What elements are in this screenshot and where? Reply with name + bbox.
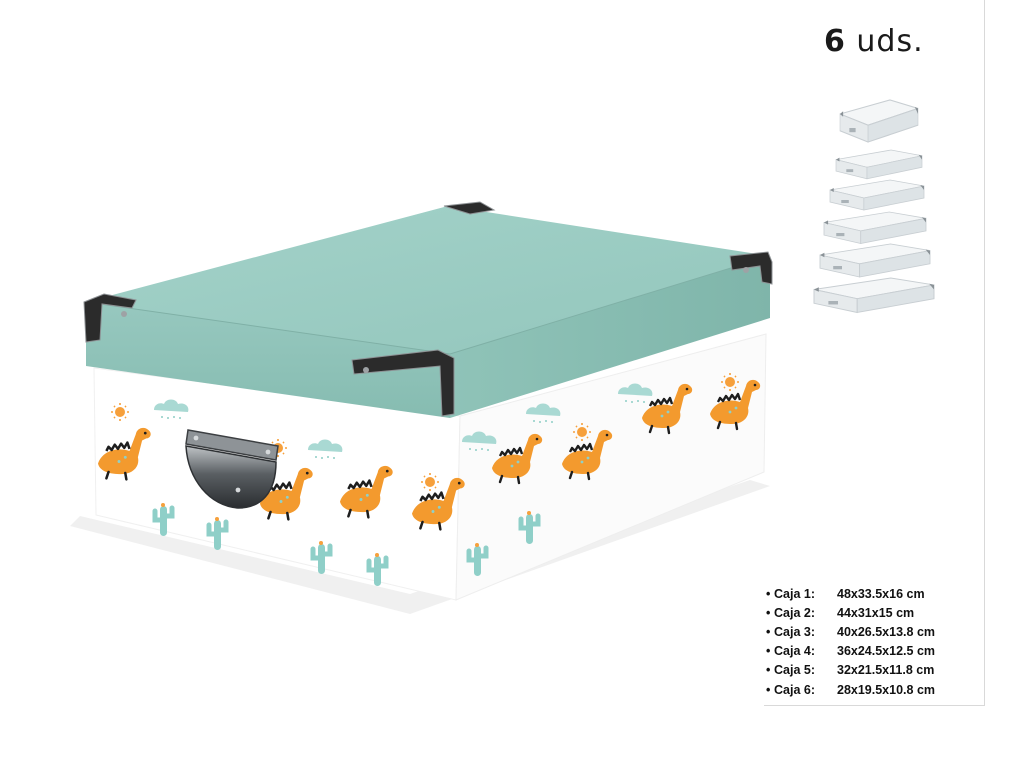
units-label: uds. xyxy=(856,24,924,59)
box-size-item: • Caja 1: 48x33.5x16 cm xyxy=(766,584,967,603)
box-dimensions: 28x19.5x10.8 cm xyxy=(837,682,936,697)
storage-box-image xyxy=(70,201,773,614)
bullet: • xyxy=(766,586,771,601)
box-dimensions: 44x31x15 cm xyxy=(837,605,915,620)
bullet: • xyxy=(766,644,771,659)
box-name: Caja 3: xyxy=(774,624,815,639)
box-size-item: • Caja 5: 32x21.5x11.8 cm xyxy=(766,661,967,680)
frame-bottom-rule xyxy=(764,705,985,706)
box-name: Caja 6: xyxy=(774,682,815,697)
box-dimensions: 48x33.5x16 cm xyxy=(837,586,925,601)
frame-right-rule xyxy=(984,0,985,706)
units-count: 6 uds. xyxy=(824,24,924,59)
bullet: • xyxy=(766,663,771,678)
box-dimensions: 32x21.5x11.8 cm xyxy=(837,663,935,678)
box-dimensions: 36x24.5x12.5 cm xyxy=(837,644,936,659)
box-name: Caja 2: xyxy=(774,605,815,620)
units-number: 6 xyxy=(824,24,846,59)
box-stack-image xyxy=(813,99,935,314)
box-size-item: • Caja 2: 44x31x15 cm xyxy=(766,603,967,622)
box-shadow xyxy=(70,480,770,614)
box-size-list: • Caja 1: 48x33.5x16 cm • Caja 2: 44x31x… xyxy=(766,584,967,699)
metal-handle xyxy=(185,429,279,509)
box-size-item: • Caja 3: 40x26.5x13.8 cm xyxy=(766,622,967,641)
box-name: Caja 1: xyxy=(774,586,815,601)
metal-corners xyxy=(83,201,773,417)
box-name: Caja 5: xyxy=(774,663,815,678)
box-name: Caja 4: xyxy=(774,644,815,659)
bullet: • xyxy=(766,624,771,639)
box-size-item: • Caja 4: 36x24.5x12.5 cm xyxy=(766,642,967,661)
box-lid xyxy=(85,206,771,418)
bullet: • xyxy=(766,682,771,697)
box-size-item: • Caja 6: 28x19.5x10.8 cm xyxy=(766,680,967,699)
box-dimensions: 40x26.5x13.8 cm xyxy=(837,624,936,639)
bullet: • xyxy=(766,605,771,620)
